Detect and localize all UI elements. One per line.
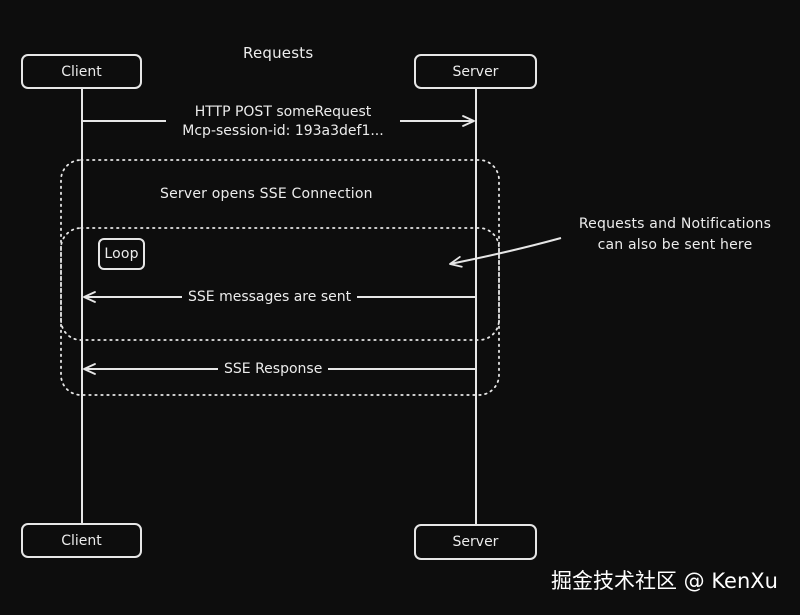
http-post-label: HTTP POST someRequest Mcp-session-id: 19… (166, 103, 400, 141)
client-actor-bottom: Client (21, 523, 142, 558)
server-actor-top: Server (414, 54, 537, 89)
sse-connection-label: Server opens SSE Connection (160, 186, 373, 202)
sse-messages-label: SSE messages are sent (182, 288, 358, 307)
client-actor-top-label: Client (61, 63, 102, 80)
server-actor-top-label: Server (452, 63, 499, 80)
server-actor-bottom: Server (414, 524, 537, 560)
note-arrow (449, 237, 562, 268)
watermark-text: 掘金技术社区 @ KenXu (550, 569, 778, 593)
client-actor-bottom-label: Client (61, 532, 102, 549)
http-post-label-line1: HTTP POST someRequest (194, 104, 372, 120)
note-line1: Requests and Notifications (578, 216, 772, 232)
loop-label-box: Loop (98, 238, 145, 270)
client-actor-top: Client (21, 54, 142, 89)
server-actor-bottom-label: Server (452, 534, 499, 550)
http-post-label-line2: Mcp-session-id: 193a3def1... (182, 123, 384, 139)
loop-frame (60, 227, 500, 341)
note-text: Requests and Notifications can also be s… (562, 214, 788, 256)
sse-response-label: SSE Response (218, 360, 329, 379)
loop-label: Loop (104, 246, 139, 262)
diagram-title: Requests (243, 44, 314, 62)
note-line2: can also be sent here (597, 237, 753, 253)
